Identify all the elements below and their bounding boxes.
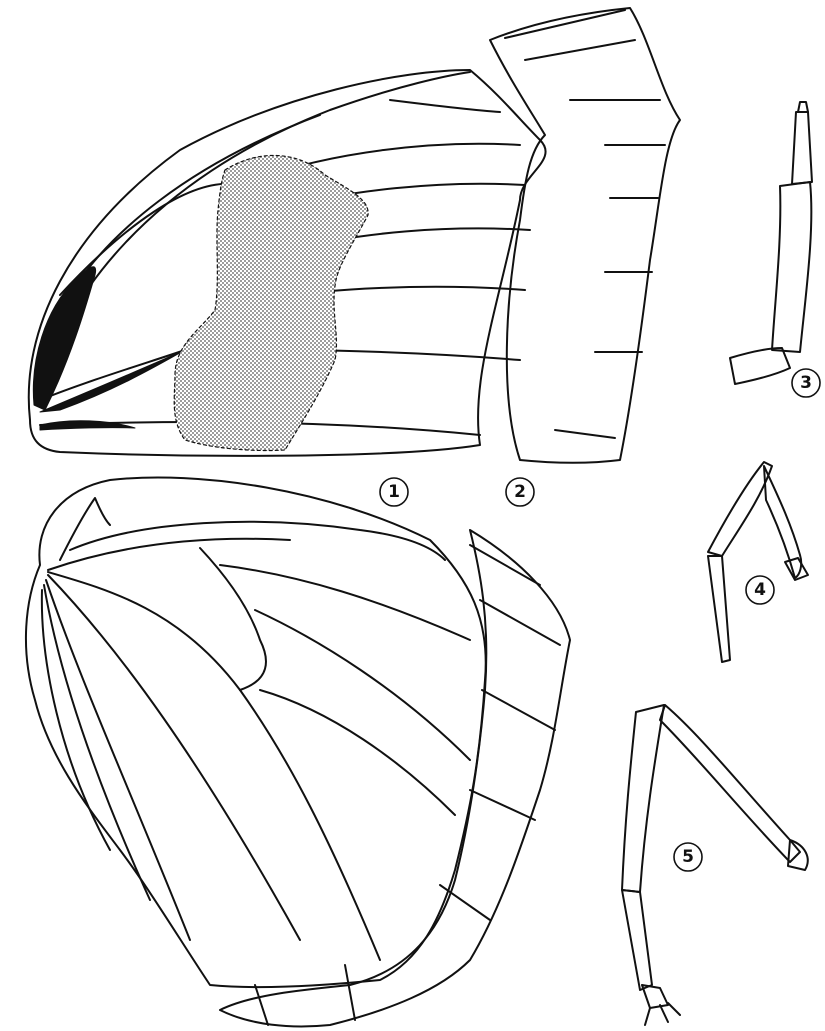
label-1-text: 1 [388, 482, 400, 502]
label-1-marker: 1 [380, 478, 408, 506]
forewing [29, 70, 546, 456]
leg-3-tarsus [792, 112, 812, 184]
forewing-stippled-patch [174, 155, 368, 450]
leg-4-midleg [708, 462, 808, 662]
leg-5-femur [660, 705, 800, 862]
margin-vein-2 [525, 40, 635, 60]
leg-5-hindleg [622, 705, 808, 1025]
leg-5-tibia [622, 705, 664, 892]
leg-3-foreleg [730, 102, 812, 384]
hindwing-vein-m2 [255, 610, 470, 760]
label-4-marker: 4 [746, 576, 774, 604]
leg-4-tarsus [708, 556, 730, 662]
hindwing-vein-a2 [44, 585, 150, 900]
label-3-marker: 3 [792, 369, 820, 397]
hindwing-vein-m1 [220, 565, 470, 640]
hindwing-vein-cu2 [48, 575, 300, 940]
leg-3-tip [798, 102, 808, 112]
label-5-marker: 5 [674, 843, 702, 871]
hindwing-vein-rs [48, 572, 240, 690]
forewing-apical-vein [390, 100, 500, 112]
leg-3-tibia [772, 182, 811, 352]
hindwing-vein-a1 [46, 580, 190, 940]
hindwing-vein-m3 [260, 690, 455, 815]
hindwing-band-outline [220, 530, 570, 1026]
hindwing-band-vein-6 [345, 965, 355, 1020]
hindwing-cell-end [200, 548, 266, 690]
label-5-text: 5 [682, 847, 694, 867]
leg-4-femur [708, 462, 772, 556]
hindwing-band-vein-2 [480, 600, 560, 645]
hindwing-margin-band [220, 530, 570, 1026]
forewing-black-streak-upper [33, 267, 95, 410]
label-2-marker: 2 [506, 478, 534, 506]
hindwing-band-vein-4 [470, 790, 535, 820]
margin-vein-8 [555, 430, 615, 438]
forewing-margin-band [490, 8, 680, 463]
leg-5-tarsus [622, 890, 652, 990]
hindwing [26, 478, 486, 988]
leg-5-claw [642, 985, 680, 1025]
hindwing-costal-vein [70, 522, 445, 560]
hindwing-band-vein-7 [255, 985, 268, 1025]
margin-band-outline [490, 8, 680, 463]
margin-vein-1 [505, 10, 625, 38]
leg-4-tibia [764, 466, 801, 578]
label-3-text: 3 [800, 373, 812, 393]
hindwing-humeral-vein [60, 498, 110, 560]
hindwing-outline [26, 478, 486, 988]
leg-3-femur [730, 348, 790, 384]
hindwing-band-vein-3 [482, 690, 555, 730]
hindwing-vein-cu1 [240, 690, 380, 960]
label-2-text: 2 [514, 482, 526, 502]
label-4-text: 4 [754, 580, 766, 600]
